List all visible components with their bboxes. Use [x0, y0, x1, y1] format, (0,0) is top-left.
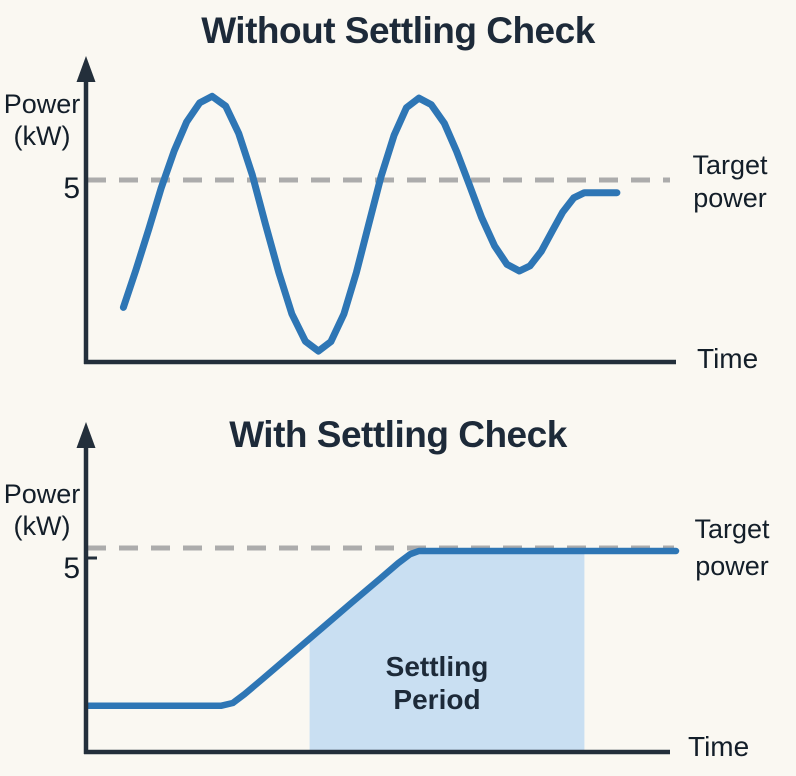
y-axis-label-line2: (kW): [13, 121, 71, 151]
y-tick-label: 5: [63, 172, 80, 205]
target-power-label-line2: power: [695, 551, 769, 581]
settling-period-label: Settling Period: [337, 650, 537, 716]
target-power-label-line2: power: [693, 183, 767, 213]
settling-period-label-line2: Period: [393, 684, 481, 715]
target-power-label: Target power: [682, 511, 782, 585]
y-axis-label: Power (kW): [0, 478, 84, 542]
y-axis-label-line1: Power: [3, 479, 81, 509]
chart-canvas: [76, 56, 676, 365]
target-power-label-line1: Target: [692, 150, 768, 180]
y-axis-label-line2: (kW): [13, 511, 71, 541]
y-axis-arrowhead-icon: [76, 422, 96, 448]
y-axis-label: Power (kW): [0, 88, 84, 152]
chart-without-settling-check: Without Settling Check Power (kW) 5 Targ…: [0, 10, 780, 374]
y-tick-label: 5: [63, 552, 80, 585]
y-axis-label-line1: Power: [3, 89, 81, 119]
settling-period-label-line1: Settling: [385, 651, 489, 682]
x-axis-label: Time: [688, 731, 750, 762]
settling-period-region: [309, 551, 585, 752]
chart-title: Without Settling Check: [201, 10, 595, 51]
chart-with-settling-check: With Settling Check Power (kW) 5 Target …: [0, 400, 796, 776]
target-power-label: Target power: [680, 149, 780, 215]
x-axis-label: Time: [697, 343, 759, 374]
y-axis-arrowhead-icon: [76, 56, 96, 82]
target-power-label-line1: Target: [694, 514, 770, 544]
power-curve: [119, 92, 621, 355]
power-curve: [84, 547, 680, 710]
chart-canvas: [76, 422, 680, 755]
chart-title: With Settling Check: [229, 414, 567, 455]
